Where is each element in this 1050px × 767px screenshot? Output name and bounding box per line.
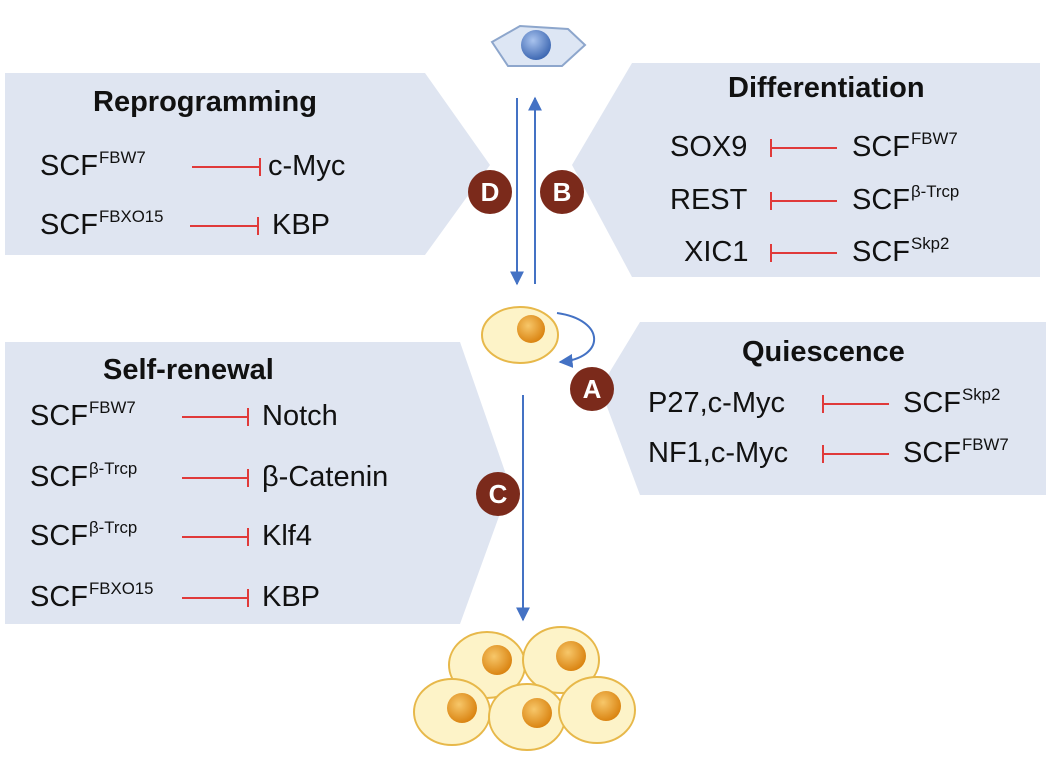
reprogramming-title: Reprogramming: [93, 86, 317, 118]
self-renewal-target-3: Klf4: [262, 520, 312, 552]
differentiation-enzyme-1: SCFFBW7: [852, 128, 958, 163]
inhibition-line: [182, 589, 249, 607]
differentiation-target-1: SOX9: [670, 131, 748, 163]
inhibition-line: [192, 158, 261, 176]
reprogramming-enzyme-2: SCFFBXO15: [40, 206, 164, 241]
quiescence-title: Quiescence: [742, 336, 905, 368]
badge-c: C: [476, 472, 520, 516]
differentiation-target-2: REST: [670, 184, 748, 216]
quiescence-enzyme-2: SCFFBW7: [903, 434, 1009, 469]
differentiation-enzyme-3: SCFSkp2: [852, 233, 950, 268]
quiescence-target-1: P27,c-Myc: [648, 387, 785, 419]
inhibition-line: [770, 244, 837, 262]
differentiation-panel: [572, 63, 1040, 277]
self-renewal-enzyme-3: SCFβ-Trcp: [30, 517, 138, 552]
self-renewal-title: Self-renewal: [103, 354, 274, 386]
badge-b: B: [540, 170, 584, 214]
self-renewal-enzyme-2: SCFβ-Trcp: [30, 458, 138, 493]
self-renewal-target-4: KBP: [262, 581, 321, 613]
inhibition-line: [182, 469, 249, 487]
inhibition-line: [190, 217, 259, 235]
reprogramming-enzyme-1: SCFFBW7: [40, 147, 146, 182]
inhibition-line: [182, 528, 249, 546]
badge-d: D: [468, 170, 512, 214]
self-renewal-panel: [5, 342, 510, 624]
reprogramming-target-2: KBP: [272, 209, 331, 241]
inhibition-line: [822, 395, 889, 413]
inhibition-line: [182, 408, 249, 426]
self-renewal-enzyme-4: SCFFBXO15: [30, 578, 154, 613]
stem-cell-cluster: [413, 626, 636, 751]
quiescence-target-2: NF1,c-Myc: [648, 437, 789, 469]
stem-cell: [481, 306, 559, 364]
differentiation-title: Differentiation: [728, 72, 925, 104]
inhibition-line: [770, 139, 837, 157]
reprogramming-panel: [5, 73, 490, 255]
self-renewal-enzyme-1: SCFFBW7: [30, 397, 136, 432]
reprogramming-target-1: c-Myc: [268, 150, 346, 182]
self-renewal-target-1: Notch: [262, 400, 338, 432]
quiescence-arrow: [556, 312, 596, 368]
differentiation-enzyme-2: SCFβ-Trcp: [852, 181, 960, 216]
inhibition-line: [770, 192, 837, 210]
quiescence-enzyme-1: SCFSkp2: [903, 384, 1001, 419]
differentiation-target-3: XIC1: [684, 236, 749, 268]
differentiated-cell: [490, 24, 587, 67]
badge-a: A: [570, 367, 614, 411]
self-renewal-target-2: β-Catenin: [262, 461, 389, 493]
inhibition-line: [822, 445, 889, 463]
